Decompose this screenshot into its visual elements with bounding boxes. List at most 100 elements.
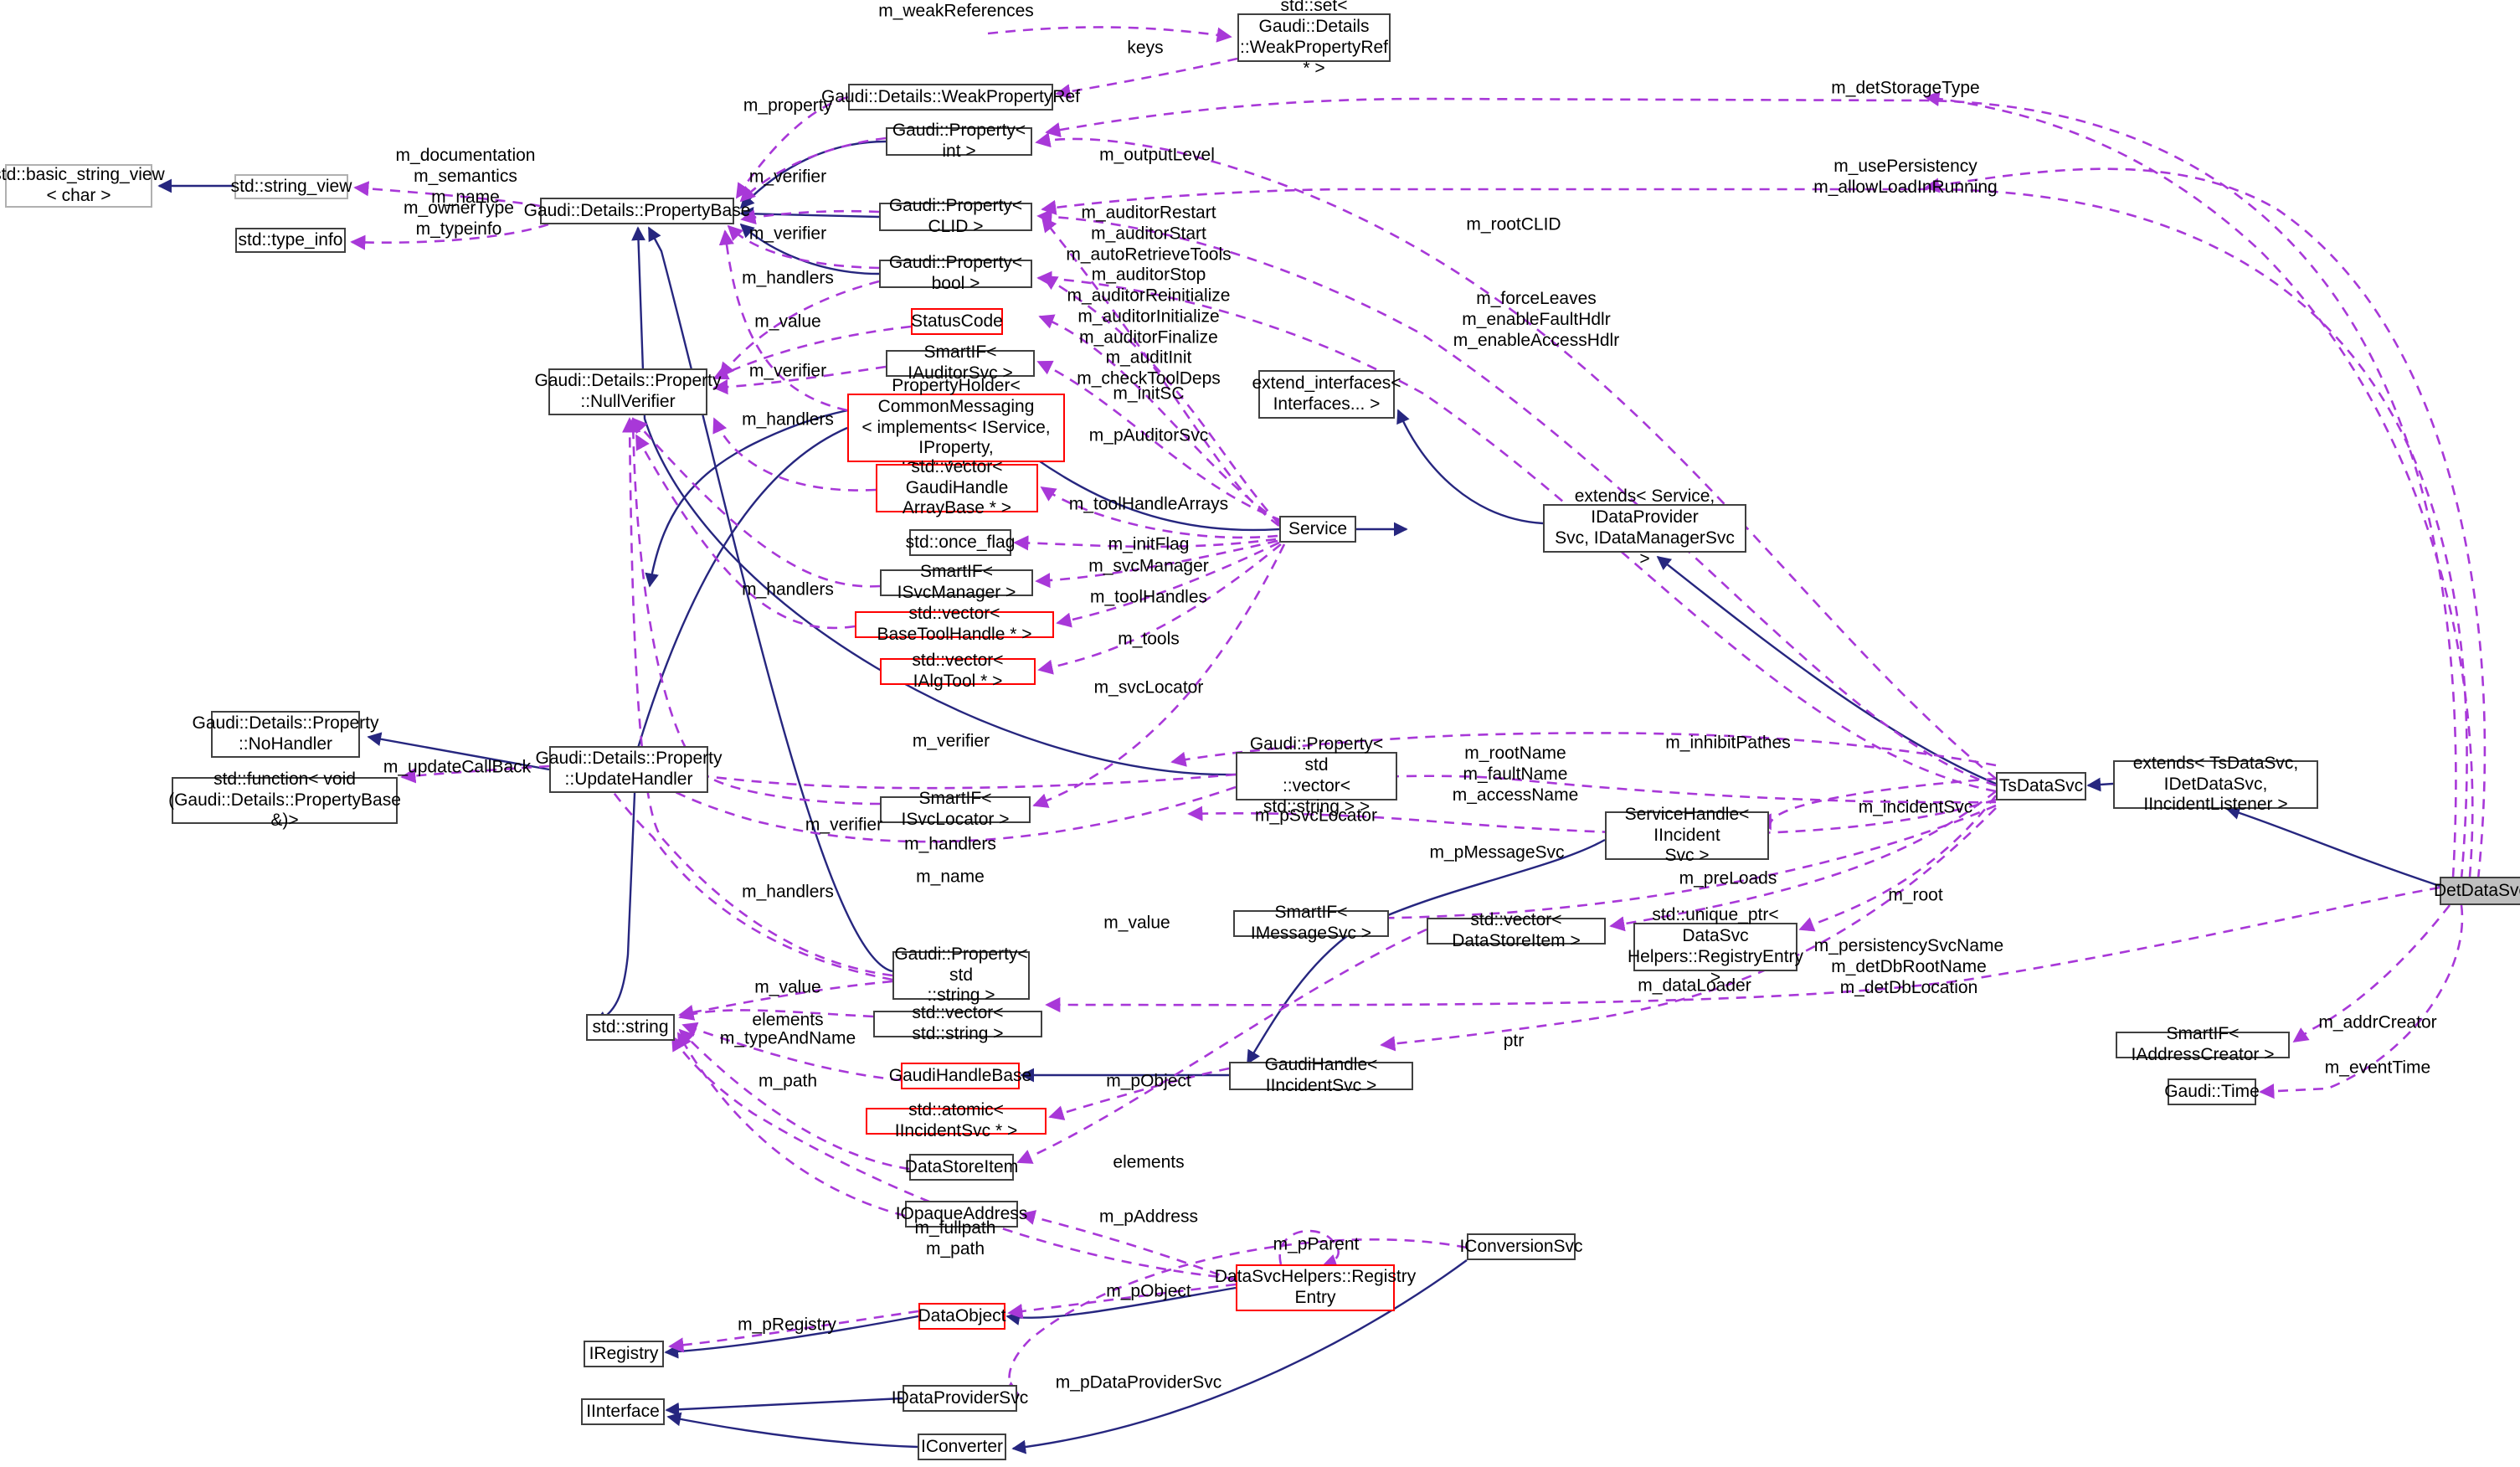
class-node-detdatasvc[interactable]: DetDataSvc (2434, 877, 2520, 905)
class-node-vector_gaudihandlearray[interactable]: std::vector< GaudiHandle ArrayBase * > (876, 457, 1038, 517)
edge-label-lbl_path: m_path (758, 1071, 818, 1091)
class-node-std_string[interactable]: std::string (586, 1014, 675, 1041)
edge-label-lbl_auditors: m_auditorRestart m_auditorStart m_autoRe… (1066, 203, 1232, 389)
edge-label-lbl_root: m_root (1888, 885, 1943, 905)
edge-label-lbl_pdataprovidersvc: m_pDataProviderSvc (1055, 1372, 1222, 1392)
class-node-std_function[interactable]: std::function< void (Gaudi::Details::Pro… (168, 769, 401, 831)
edge-label-lbl_svcmanager: m_svcManager (1088, 556, 1209, 576)
class-node-registry_entry[interactable]: DataSvcHelpers::Registry Entry (1215, 1264, 1416, 1311)
class-node-service[interactable]: Service (1279, 516, 1356, 543)
class-node-property_int[interactable]: Gaudi::Property< int > (886, 121, 1032, 161)
class-node-update_handler[interactable]: Gaudi::Details::Property ::UpdateHandler (536, 746, 722, 793)
edge-label-lbl_pparent: m_pParent (1273, 1234, 1360, 1254)
edge-label-lbl_verifier_4: m_verifier (912, 731, 990, 751)
edge-label-lbl_handlers_1: m_handlers (742, 268, 834, 288)
class-node-vector_ialgtool[interactable]: std::vector< IAlgTool * > (880, 651, 1036, 691)
edge-label-lbl_pobject_2: m_pObject (1106, 1281, 1191, 1301)
edge-label-lbl_forceleaves: m_forceLeaves m_enableFaultHdlr m_enable… (1453, 288, 1620, 350)
edge-label-lbl_value_2: m_value (1103, 913, 1170, 933)
edge-label-lbl_weakrefs: m_weakReferences (878, 1, 1034, 21)
class-node-gaudi_handle_base[interactable]: GaudiHandleBase (889, 1063, 1031, 1089)
class-node-basic_string_view[interactable]: std::basic_string_view < char > (0, 164, 165, 208)
edge-label-lbl_pmessagesvc: m_pMessageSvc (1429, 842, 1565, 862)
edge-label-lbl_handlers_4: m_handlers (904, 834, 996, 854)
edge-label-lbl_handlers_3: m_handlers (742, 579, 834, 600)
edge-label-lbl_outputlevel: m_outputLevel (1099, 145, 1215, 165)
class-node-weak_property_ref[interactable]: Gaudi::Details::WeakPropertyRef (821, 84, 1080, 111)
class-node-property_vector_string[interactable]: Gaudi::Property< std ::vector< std::stri… (1236, 734, 1397, 816)
edge-label-lbl_detstoragetype: m_detStorageType (1831, 78, 1980, 98)
edge-label-lbl_paddress: m_pAddress (1099, 1207, 1198, 1227)
class-node-smartif_isvcmanager[interactable]: SmartIF< ISvcManager > (880, 562, 1033, 602)
edge-label-lbl_verifier_3: m_verifier (748, 361, 827, 381)
class-node-data_object[interactable]: DataObject (918, 1303, 1006, 1330)
class-node-extends_service[interactable]: extends< Service, IDataProvider Svc, IDa… (1543, 486, 1746, 569)
edge-label-lbl_verifier_1: m_verifier (748, 167, 827, 187)
class-node-type_info[interactable]: std::type_info (235, 228, 346, 253)
class-node-gaudi_time[interactable]: Gaudi::Time (2164, 1078, 2260, 1105)
edge-label-lbl_value_1: m_value (754, 311, 821, 332)
class-node-property_string[interactable]: Gaudi::Property< std ::string > (892, 945, 1030, 1005)
class-node-iconverter[interactable]: IConverter (918, 1434, 1006, 1460)
class-node-idataprovidersvc[interactable]: IDataProviderSvc (892, 1385, 1028, 1412)
class-node-tsdatasvc[interactable]: TsDataSvc (1996, 772, 2086, 800)
edge-label-lbl_toolhandlearrays: m_toolHandleArrays (1068, 494, 1229, 514)
class-node-string_view[interactable]: std::string_view (231, 174, 352, 199)
edge-label-lbl_typeandname: m_typeAndName (719, 1028, 856, 1048)
edge-label-lbl_name: m_name (916, 867, 985, 887)
edge-label-lbl_handlers_5: m_handlers (742, 882, 834, 902)
edge-label-lbl_persistency: m_persistencySvcName m_detDbRootName m_d… (1813, 935, 2004, 997)
class-node-no_handler[interactable]: Gaudi::Details::Property ::NoHandler (193, 711, 378, 758)
class-node-set_weak_property_ref[interactable]: std::set< Gaudi::Details ::WeakPropertyR… (1237, 0, 1391, 78)
edge-label-lbl_ownertype: m_ownerType m_typeinfo (404, 198, 514, 239)
class-node-null_verifier[interactable]: Gaudi::Details::Property ::NullVerifier (535, 368, 721, 415)
edge-label-lbl_value_3: m_value (754, 977, 821, 997)
class-node-atomic_iincidentsvc[interactable]: std::atomic< IIncidentSvc * > (866, 1100, 1047, 1140)
class-node-property_base[interactable]: Gaudi::Details::PropertyBase (524, 198, 750, 224)
edge-label-lbl_eventtime: m_eventTime (2324, 1058, 2431, 1078)
class-node-servicehandle_iincident[interactable]: ServiceHandle< IIncident Svc > (1605, 805, 1769, 865)
class-node-iregistry[interactable]: IRegistry (584, 1341, 664, 1367)
class-node-property_clid[interactable]: Gaudi::Property< CLID > (879, 196, 1032, 236)
edge-label-lbl_preloads: m_preLoads (1679, 868, 1777, 888)
edge-label-lbl_updatecallback: m_updateCallBack (383, 757, 532, 777)
edge-label-lbl_addrcreator: m_addrCreator (2318, 1012, 2437, 1032)
class-node-iconversionsvc[interactable]: IConversionSvc (1459, 1233, 1583, 1260)
edge-label-lbl_elements_2: elements (1113, 1152, 1185, 1172)
edge-label-lbl_verifier_5: m_verifier (805, 815, 883, 835)
class-node-unique_ptr_registryentry[interactable]: std::unique_ptr< DataSvc Helpers::Regist… (1627, 905, 1804, 987)
class-node-vector_datastoreitem[interactable]: std::vector< DataStoreItem > (1427, 910, 1606, 950)
edge-label-lbl_ptr: ptr (1503, 1031, 1525, 1051)
class-node-extends_tsdatasvc[interactable]: extends< TsDataSvc, IDetDataSvc, IIncide… (2113, 754, 2318, 814)
edge-label-lbl_initsc: m_initSC (1113, 383, 1185, 404)
edge-label-lbl_svclocator: m_svcLocator (1093, 677, 1204, 697)
edge-label-lbl_incidentsvc: m_incidentSvc (1858, 797, 1973, 817)
edge-label-lbl_toolhandles: m_toolHandles (1089, 587, 1208, 607)
edge-label-lbl_tools: m_tools (1118, 629, 1180, 649)
class-node-iinterface[interactable]: IInterface (581, 1398, 665, 1425)
class-node-smartif_isvclocator[interactable]: SmartIF< ISvcLocator > (880, 789, 1031, 829)
class-node-smartif_imessagesvc[interactable]: SmartIF< IMessageSvc > (1233, 903, 1389, 943)
class-node-property_bool[interactable]: Gaudi::Property< bool > (879, 253, 1032, 293)
edge-label-lbl_handlers_2: m_handlers (742, 409, 834, 430)
class-node-data_store_item[interactable]: DataStoreItem (905, 1154, 1018, 1181)
edge-label-lbl_pauditorsvc: m_pAuditorSvc (1088, 425, 1209, 445)
edge-label-lbl_initflag: m_initFlag (1108, 534, 1190, 554)
usage-edges (350, 26, 2487, 1397)
class-node-property_holder[interactable]: PropertyHolder< CommonMessaging < implem… (847, 376, 1065, 478)
edge-label-lbl_property: m_property (743, 95, 833, 116)
class-node-vector_string[interactable]: std::vector< std::string > (873, 1003, 1042, 1043)
class-node-once_flag[interactable]: std::once_flag (906, 529, 1015, 556)
edge-label-lbl_usepersistency: m_usePersistency m_allowLoadInRunning (1813, 157, 1998, 197)
class-node-extend_interfaces[interactable]: extend_interfaces< Interfaces... > (1252, 370, 1401, 419)
class-node-gaudi_handle_iincidentsvc[interactable]: GaudiHandle< IIncidentSvc > (1229, 1055, 1413, 1095)
class-node-iopaque_address[interactable]: IOpaqueAddress (896, 1201, 1027, 1228)
edge-label-lbl_verifier_2: m_verifier (748, 224, 827, 244)
class-node-smartif_iauditorsvc[interactable]: SmartIF< IAuditorSvc > (886, 342, 1035, 383)
class-node-vector_basetoolhandle[interactable]: std::vector< BaseToolHandle * > (855, 604, 1054, 644)
edge-label-lbl_rootclid: m_rootCLID (1466, 214, 1561, 234)
class-node-status_code[interactable]: StatusCode (911, 308, 1003, 335)
edge-label-lbl_keys: keys (1127, 38, 1164, 58)
class-node-smartif_iaddresscreator[interactable]: SmartIF< IAddressCreator > (2116, 1024, 2290, 1064)
